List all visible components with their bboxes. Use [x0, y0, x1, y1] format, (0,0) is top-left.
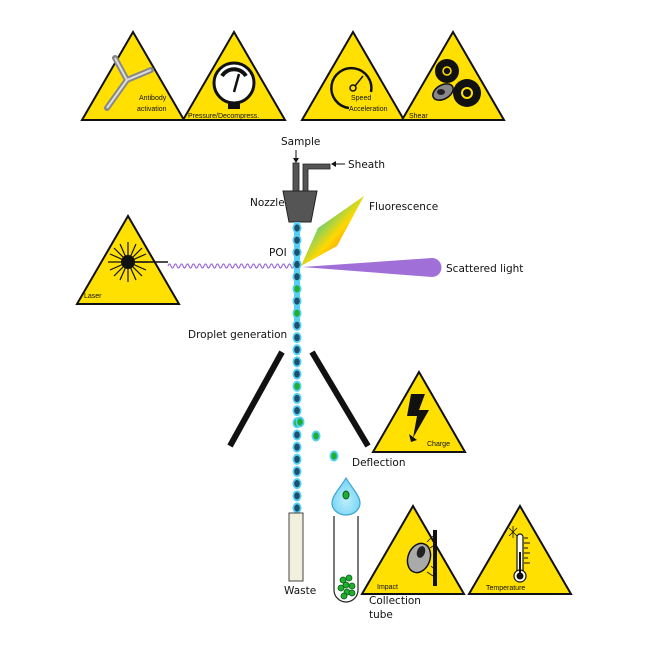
hazard-label: Temperature	[486, 585, 525, 592]
droplet-cell	[294, 394, 300, 403]
waste-tube	[288, 512, 304, 582]
hazard-label: activation	[137, 106, 167, 113]
hazard-impact: Impact	[360, 504, 466, 595]
nozzle-label: Nozzle	[250, 197, 285, 209]
snowflake-icon	[508, 526, 518, 538]
droplet-target-cell	[294, 382, 300, 390]
laser-burst-icon	[108, 242, 168, 282]
hazard-pressure-decompress: Pressure/Decompress.	[181, 30, 287, 121]
sorted-cell	[342, 490, 350, 500]
droplet-cell	[294, 455, 300, 463]
collection-tube	[333, 516, 359, 603]
hazard-label: Shear	[409, 113, 428, 120]
hazard-antibody-activation: Antibody activation	[80, 30, 186, 121]
deflection-plate-left	[227, 350, 285, 448]
stream-droplets	[292, 222, 302, 514]
hazard-speed-acceleration: Speed Acceleration	[300, 30, 406, 121]
droplet-cell	[294, 358, 300, 366]
nozzle	[282, 190, 318, 223]
droplet-cell	[294, 431, 300, 439]
hazard-label: Charge	[427, 441, 450, 448]
hazard-label: Impact	[377, 584, 398, 591]
hazard-laser: Laser	[75, 214, 181, 305]
waste-label: Waste	[284, 585, 316, 597]
hazard-label: Pressure/Decompress.	[188, 113, 259, 120]
cell-impact-icon	[406, 530, 437, 586]
droplet-cell	[294, 333, 300, 342]
gears-icon	[432, 59, 481, 107]
droplet-target-cell	[294, 285, 300, 293]
antibody-icon	[104, 55, 154, 111]
droplet-cell	[294, 370, 300, 378]
scattered-light-label: Scattered light	[446, 263, 523, 275]
droplet-generation-label: Droplet generation	[188, 329, 287, 341]
droplet-cell	[294, 492, 300, 500]
deflection-label: Deflection	[352, 457, 406, 469]
droplet-target-cell	[294, 309, 300, 317]
pressure-gauge-icon	[212, 61, 256, 109]
deflected-droplets	[295, 416, 339, 462]
droplet-cell	[294, 248, 300, 256]
droplet-target-cell	[297, 418, 303, 426]
droplet-cell	[294, 273, 300, 281]
droplet-cell	[294, 260, 300, 269]
sheath-arrowhead	[331, 161, 336, 167]
thermometer-icon	[508, 526, 530, 583]
droplet-cell	[294, 346, 300, 354]
collection-tube-label-line2: tube	[369, 609, 393, 621]
droplet-cell	[294, 224, 300, 232]
droplet-cell	[294, 467, 300, 476]
hazard-label: Antibody	[139, 95, 167, 102]
droplet-cell	[294, 504, 300, 512]
collection-tube-label-line1: Collection	[369, 595, 421, 607]
fluorescence-label: Fluorescence	[369, 201, 438, 213]
scattered-light-beam	[302, 258, 442, 277]
hazard-label: Laser	[84, 293, 102, 300]
hazard-label: Acceleration	[349, 106, 388, 113]
hazard-label: Speed	[351, 95, 371, 102]
lightning-icon	[407, 394, 429, 442]
droplet-target-cell	[331, 452, 337, 460]
poi-label: POI	[269, 247, 287, 259]
laser-beam-wave	[167, 263, 295, 269]
sample-arrowhead	[293, 158, 299, 163]
droplet-cell	[294, 443, 300, 451]
sheath-label: Sheath	[348, 159, 385, 171]
fluorescence-cone	[301, 196, 364, 266]
droplet-cell	[294, 407, 300, 415]
deflection-plate-right	[309, 350, 371, 448]
droplet-target-cell	[313, 432, 319, 440]
hazard-shear: Shear	[400, 30, 506, 121]
droplet-cell	[294, 321, 300, 329]
collected-cells	[337, 574, 356, 600]
droplet-cell	[294, 297, 300, 305]
sample-label: Sample	[281, 136, 320, 148]
hazard-charge: Charge	[371, 369, 467, 453]
sheath-inlet	[302, 163, 331, 194]
sample-inlet	[292, 162, 300, 194]
droplet-cell	[294, 236, 300, 244]
speedometer-icon	[330, 66, 373, 110]
droplet-cell	[294, 480, 300, 488]
hazard-temperature: Temperature	[467, 504, 573, 595]
